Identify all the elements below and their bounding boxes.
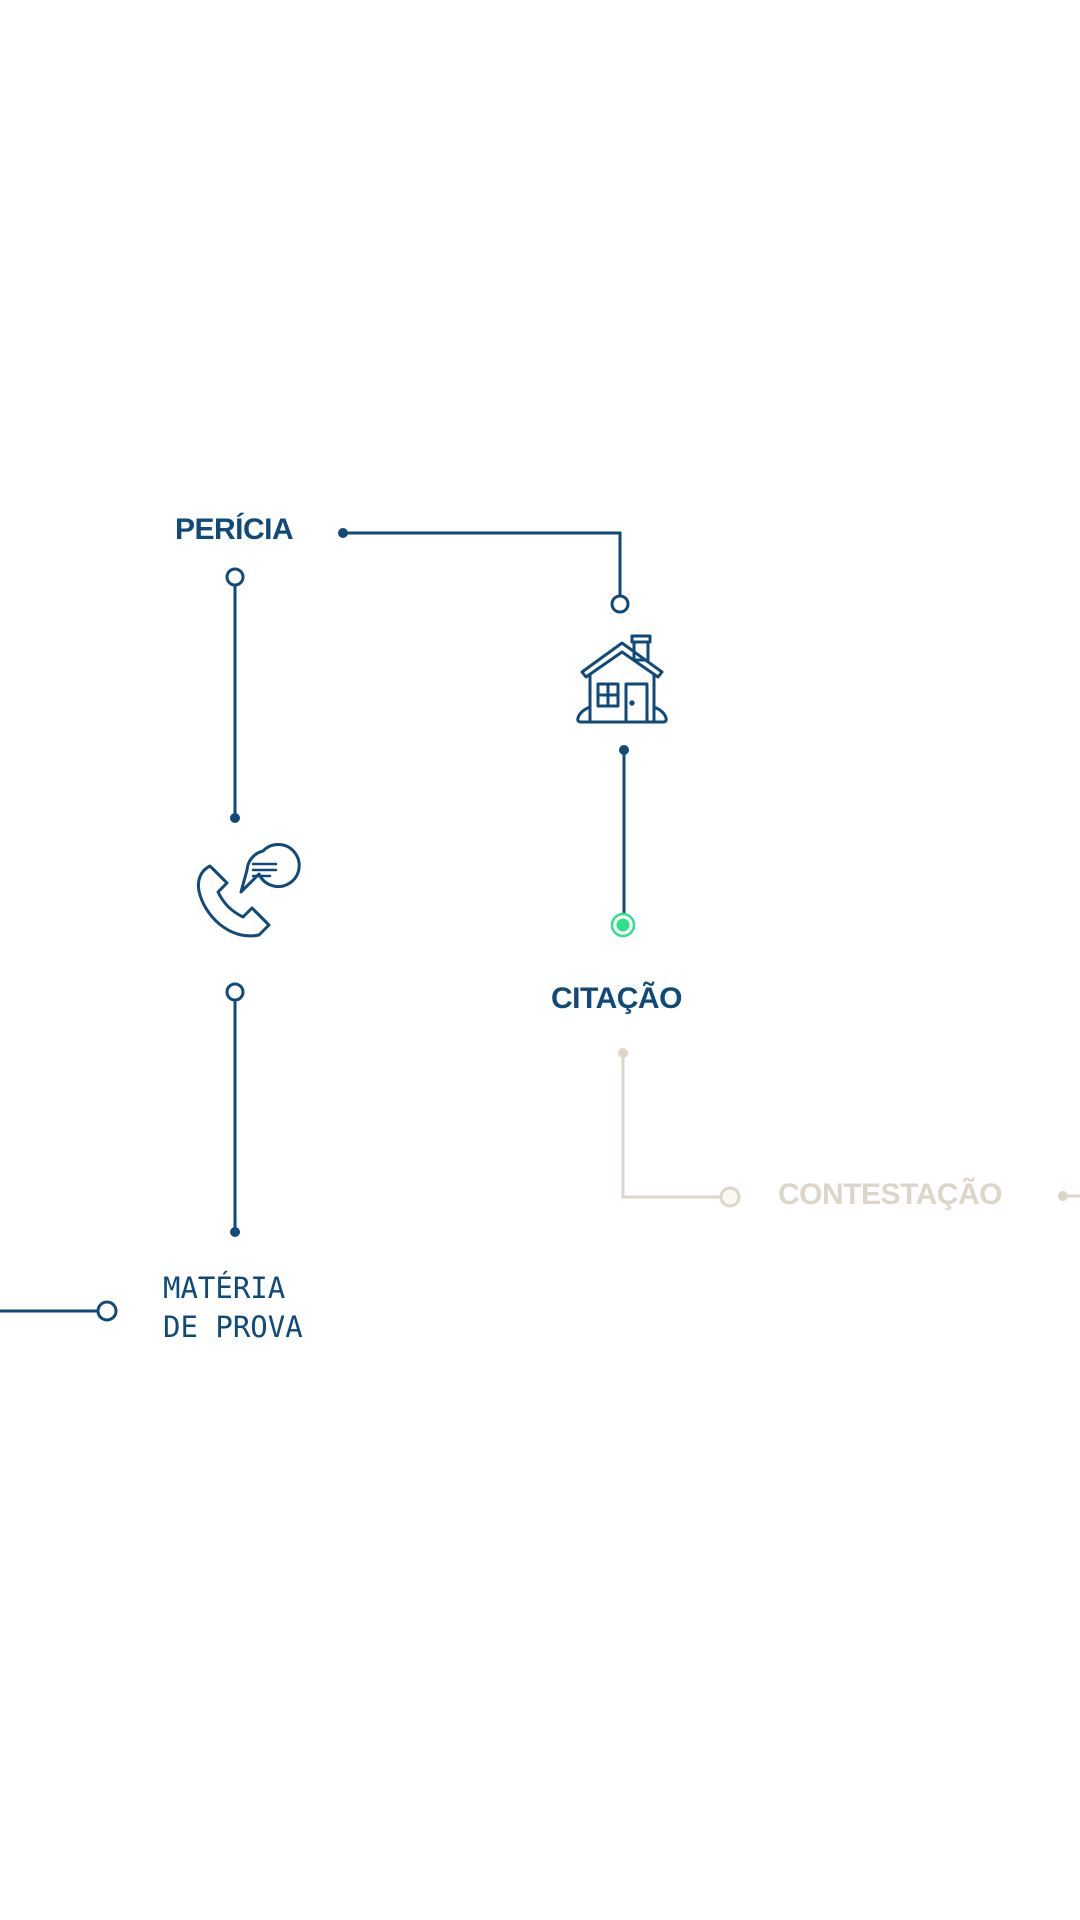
step-label-materia-de-prova: MATÉRIA DE PROVA — [163, 1269, 303, 1347]
step-label-materia-line2: DE PROVA — [163, 1310, 303, 1344]
connector-ring — [225, 567, 245, 587]
step-label-materia-line1: MATÉRIA — [163, 1271, 286, 1305]
connector-dot — [338, 528, 348, 538]
phone-chat-icon — [196, 843, 301, 938]
house-icon — [576, 634, 668, 724]
current-step-indicator-dot — [616, 918, 630, 932]
connector-pericia-house — [343, 531, 622, 597]
step-label-contestacao: CONTESTAÇÃO — [778, 1178, 1002, 1211]
connector-ring — [225, 982, 245, 1002]
step-label-pericia: PERÍCIA — [175, 513, 294, 546]
connector-ring — [719, 1186, 741, 1208]
step-label-citacao: CITAÇÃO — [551, 982, 682, 1015]
connector-ring — [610, 594, 630, 614]
connector-citacao-contestacao — [621, 1053, 720, 1199]
connector-dot — [230, 813, 240, 823]
connector-dot — [230, 1227, 240, 1237]
connector-ring — [96, 1300, 118, 1322]
